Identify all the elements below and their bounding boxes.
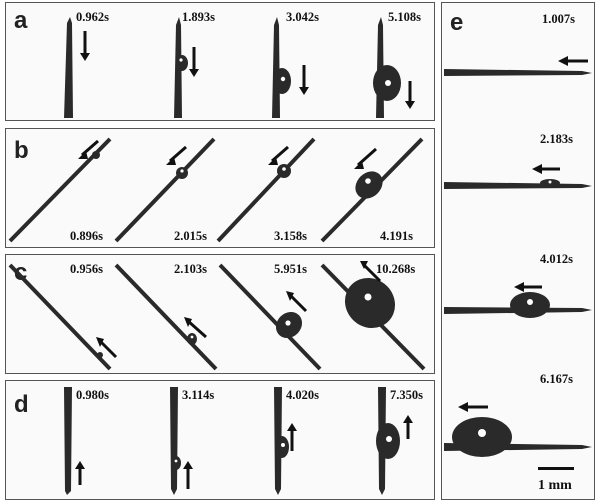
panel-e: e 1.007s 2.183s 4.012s 6.167s 1 mm — [441, 2, 595, 500]
time-label-d3: 4.020s — [286, 388, 319, 402]
arrow-left-e1 — [558, 56, 588, 66]
time-label-d2: 3.114s — [182, 388, 215, 402]
arrow-left-e3 — [514, 282, 542, 292]
time-label-d1: 0.980s — [76, 388, 109, 402]
arrow-c2 — [184, 317, 207, 339]
time-label-b2: 2.015s — [174, 229, 207, 243]
fiber-e3 — [444, 292, 592, 318]
arrow-b3 — [268, 145, 289, 165]
fiber-c4 — [320, 263, 426, 371]
fiber-a2 — [174, 17, 188, 118]
fiber-e2 — [444, 179, 592, 189]
panel-label-b: b — [14, 137, 29, 164]
time-label-e4: 6.167s — [540, 372, 573, 386]
time-label-a2: 1.893s — [182, 10, 215, 24]
fiber-c1 — [8, 263, 112, 371]
arrow-c4 — [360, 261, 382, 283]
time-label-b4: 4.191s — [380, 229, 413, 243]
arrow-up-d2 — [183, 461, 193, 489]
time-label-c2: 2.103s — [174, 262, 207, 276]
fiber-b4 — [320, 137, 424, 243]
arrow-left-e4 — [458, 402, 488, 412]
arrow-b1 — [78, 139, 99, 159]
panel-a-frames — [64, 17, 415, 118]
arrow-c1 — [96, 337, 118, 359]
panel-c-frames — [8, 261, 426, 371]
time-label-c4: 10.268s — [376, 262, 416, 276]
time-label-a4: 5.108s — [388, 10, 421, 24]
time-label-b3: 3.158s — [274, 229, 307, 243]
arrow-up-d3 — [287, 423, 297, 451]
panel-label-e: e — [450, 9, 464, 36]
fiber-a1 — [64, 17, 73, 118]
time-label-c3: 5.951s — [274, 262, 307, 276]
time-label-b1: 0.896s — [70, 229, 103, 243]
fiber-a3 — [272, 17, 291, 118]
arrow-up-d4 — [403, 415, 413, 439]
arrow-down-a3 — [299, 65, 309, 95]
fiber-d3 — [274, 387, 289, 495]
arrow-c3 — [286, 291, 308, 313]
panel-label-a: a — [14, 7, 28, 34]
scale-bar — [538, 467, 574, 470]
time-label-e2: 2.183s — [540, 132, 573, 146]
fiber-a4 — [373, 17, 401, 118]
arrow-b2 — [166, 145, 187, 165]
panel-a: a 0.962s 1.893s 3.042s 5.108s — [5, 2, 435, 121]
fiber-d1 — [64, 387, 72, 495]
arrow-down-a1 — [80, 31, 90, 61]
time-label-c1: 0.956s — [70, 262, 103, 276]
time-label-a1: 0.962s — [76, 10, 109, 24]
fiber-d2 — [170, 387, 181, 495]
fiber-d4 — [376, 387, 400, 495]
time-label-a3: 3.042s — [286, 10, 319, 24]
panel-d: d 0.980s 3.114s 4.020s 7.350s — [5, 380, 435, 500]
arrow-b4 — [354, 147, 377, 169]
panel-e-frames — [444, 56, 592, 457]
fiber-b2 — [114, 137, 216, 243]
fiber-c3 — [218, 263, 322, 371]
panel-b: b 0.896s 2.015s 3.158s 4.191s — [5, 128, 435, 248]
fiber-b1 — [8, 137, 112, 243]
panel-d-frames — [64, 387, 413, 495]
panel-label-d: d — [14, 391, 29, 418]
time-label-e3: 4.012s — [540, 252, 573, 266]
arrow-down-a4 — [405, 81, 415, 109]
fiber-b3 — [216, 137, 316, 243]
arrow-down-a2 — [189, 47, 199, 77]
time-label-d4: 7.350s — [390, 388, 423, 402]
fiber-c2 — [114, 263, 218, 371]
fiber-e4 — [444, 417, 592, 457]
scale-bar-label: 1 mm — [538, 478, 572, 493]
panel-c: c 0.956s 2.103s 5.951s 10.268s — [5, 254, 435, 374]
arrow-left-e2 — [532, 164, 560, 174]
arrow-up-d1 — [75, 461, 85, 485]
panel-b-frames — [8, 137, 424, 243]
fiber-e1 — [444, 69, 592, 76]
time-label-e1: 1.007s — [542, 12, 575, 26]
